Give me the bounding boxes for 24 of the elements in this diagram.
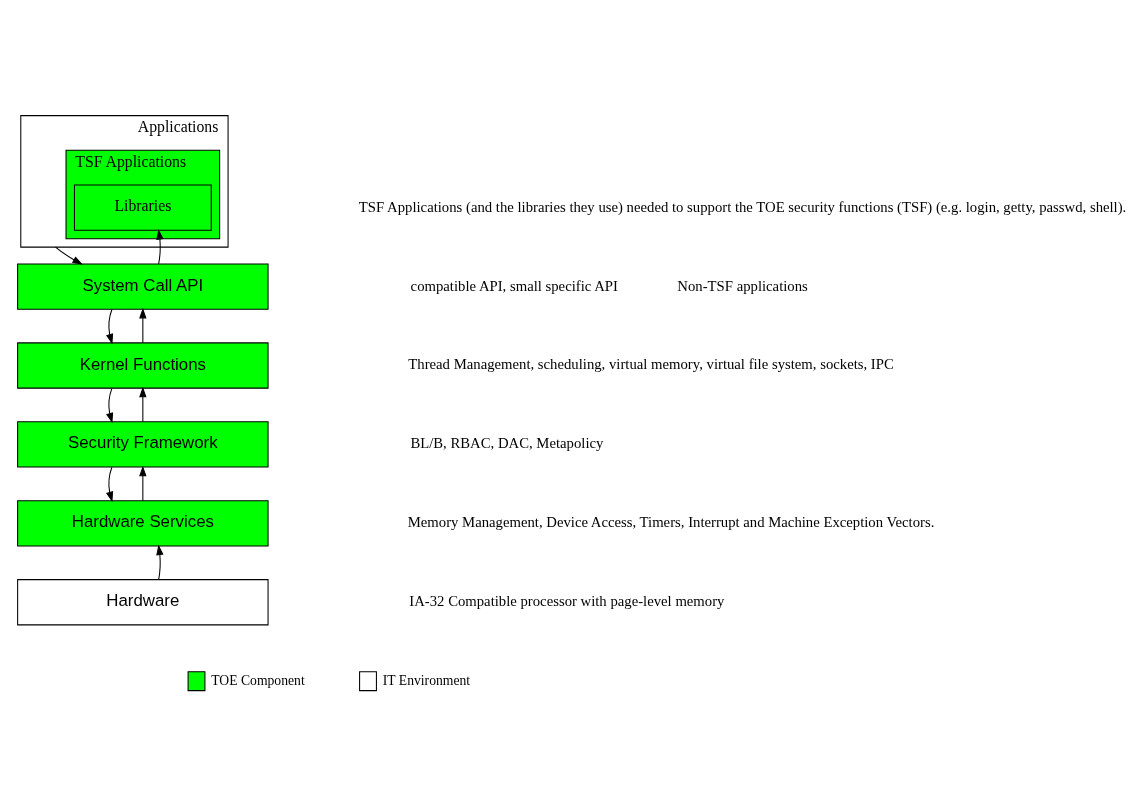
arrow [139, 386, 147, 422]
label: TSF Applications (and the libraries they use) needed to support the TOE security functions (TSF) (e.g. login, getty, passwd, shell). [358, 198, 1127, 215]
label: Memory Management, Device Access, Timers, Interrupt and Machine Exception Vectors. [407, 513, 935, 530]
node-box: Hardware [17, 578, 269, 625]
node-box: Kernel Functions [17, 341, 269, 389]
arrow [106, 308, 114, 344]
node-box: Libraries [73, 184, 212, 231]
legend-label: IT Environment [382, 672, 471, 688]
node-box: System Call API [17, 262, 269, 310]
arrow [106, 387, 114, 423]
arrow [156, 544, 164, 580]
label: BL/B, RBAC, DAC, Metapolicy [410, 434, 604, 451]
node-box: Security Framework [17, 420, 269, 468]
arrow [139, 307, 147, 343]
label: IA-32 Compatible processor with page-level memory [409, 592, 725, 609]
arrow [156, 228, 164, 264]
label: compatible API, small specific API [410, 277, 618, 293]
arrow [106, 466, 114, 502]
label: Thread Management, scheduling, virtual memory, virtual file system, sockets, IPC [408, 355, 894, 372]
node-box: Hardware Services [17, 499, 269, 546]
label: Non-TSF applications [677, 277, 808, 293]
legend-label: TOE Component [211, 672, 305, 688]
arrow [139, 465, 147, 501]
arrow [55, 246, 83, 265]
